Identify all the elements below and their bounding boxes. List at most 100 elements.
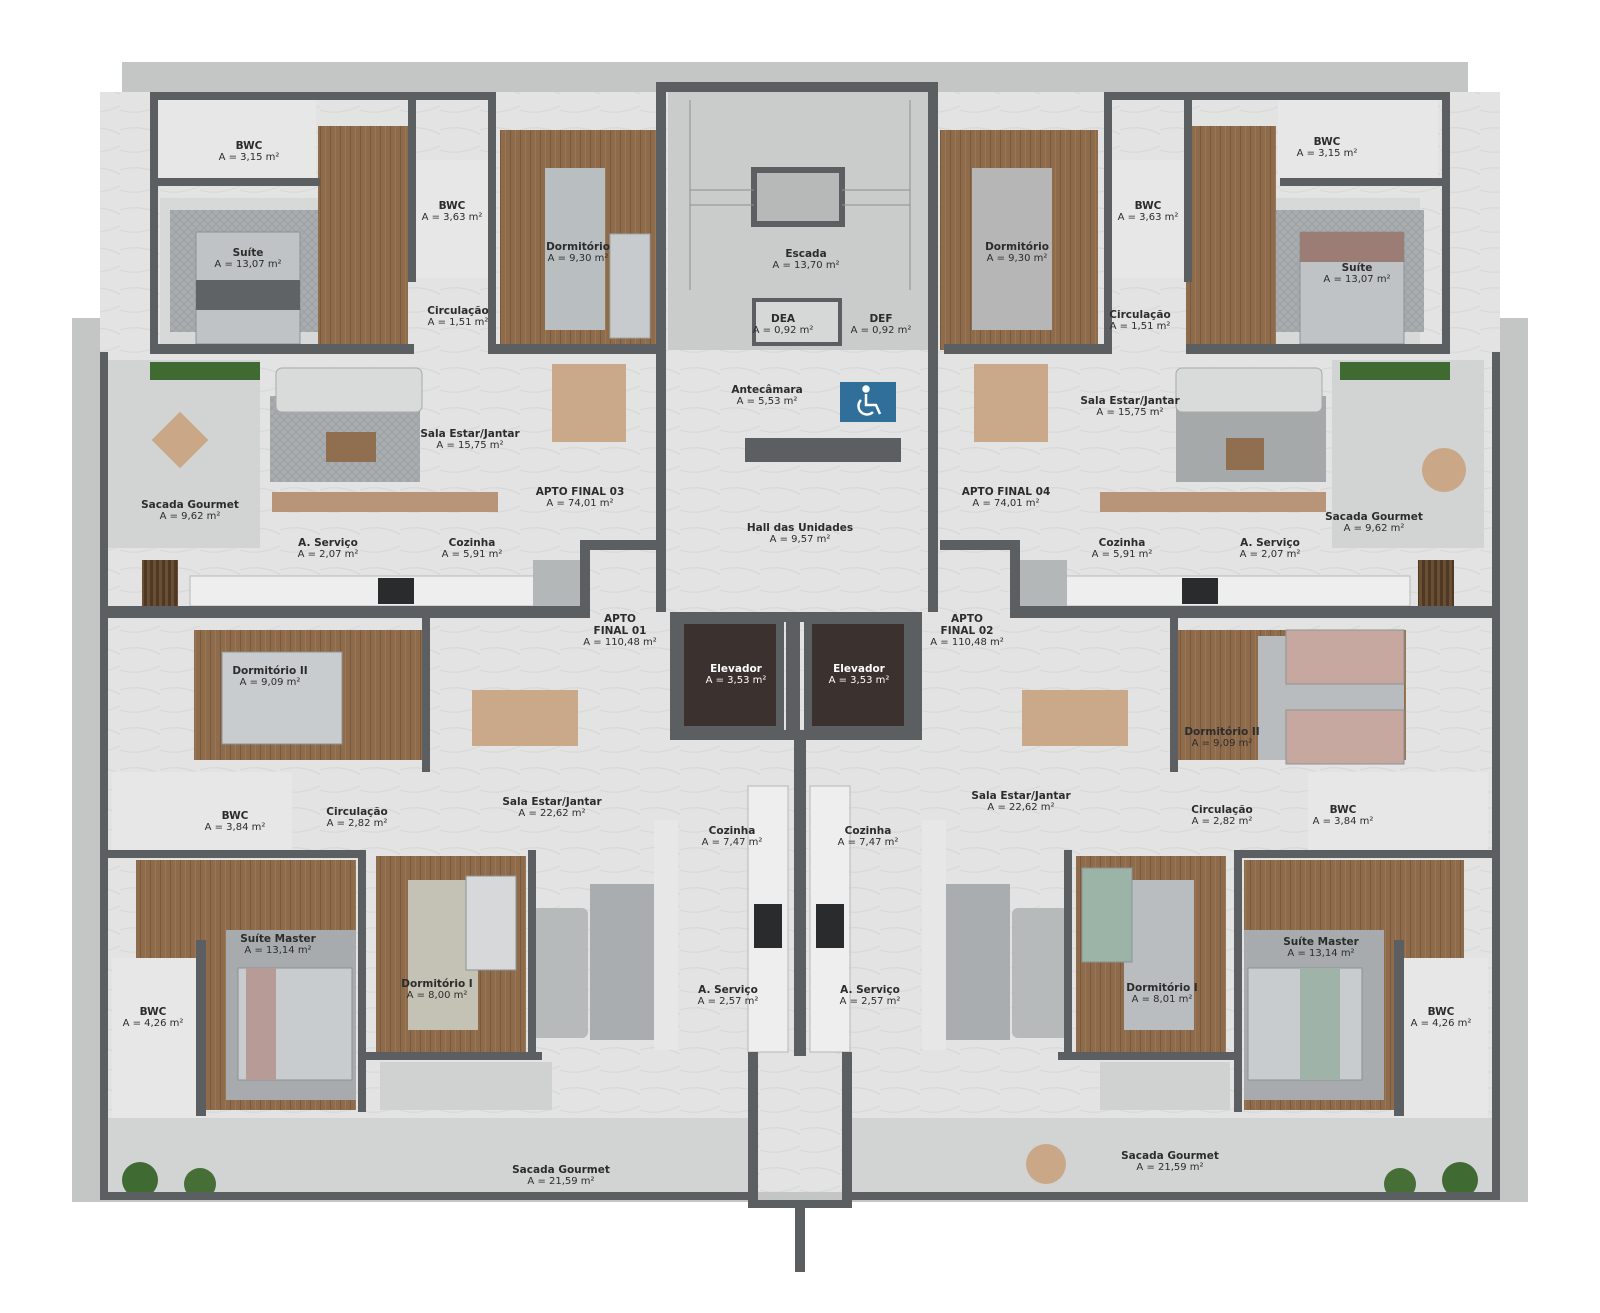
room-name: Sacada Gourmet [141,499,239,511]
stair-lines [689,100,911,290]
kitchen-tl-counter [189,575,535,607]
room-area: A = 3,63 m² [1117,212,1179,223]
room-area: A = 2,82 m² [1191,816,1253,827]
room-name: Elevador [833,663,885,675]
room-name: APTO [604,613,636,625]
dorm-tr-rug [972,168,1052,330]
rug-br [942,884,1010,1040]
dorm-tl-rug [545,168,605,330]
counter-tr [1100,492,1326,512]
room-name: Circulação [1191,804,1253,816]
kitchen-br-stove [816,904,844,948]
room-area: A = 3,15 m² [218,152,280,163]
plant-icon [1442,1162,1478,1198]
room-name: Dormitório [985,241,1049,253]
dorm2-r-bed2 [1285,709,1405,765]
room-area: A = 13,07 m² [1323,274,1391,285]
room-name: Escada [785,248,827,260]
room-name: Sacada Gourmet [512,1164,610,1176]
suite-tr-bed-cover [1300,232,1404,262]
room-name: Sacada Gourmet [1121,1150,1219,1162]
room-area: A = 13,14 m² [244,945,312,956]
storage-bl [380,1062,552,1110]
kitchen-bl-stove [754,904,782,948]
room-area: A = 3,84 m² [204,822,266,833]
room-name: DEF [869,313,893,325]
room-area: A = 1,51 m² [427,317,489,328]
room-area: A = 8,00 m² [406,990,468,1001]
room-area: A = 5,53 m² [736,396,798,407]
planter-tr [1340,362,1450,380]
room-name: APTO FINAL 03 [535,486,625,498]
room-area: A = 0,92 m² [850,325,912,336]
stove-tr [1182,578,1218,604]
sala-tl-sofa [275,367,423,413]
suite-tl-bed-cover [196,280,300,310]
room-area: A = 21,59 m² [527,1176,595,1187]
room-area: A = 2,57 m² [839,996,901,1007]
fridge-tl [533,560,581,606]
room-area: A = 15,75 m² [1096,407,1164,418]
dorm-tl-bed [609,233,651,339]
room-area: A = 9,09 m² [1191,738,1253,749]
room-area: A = 1,51 m² [1109,321,1171,332]
room-name-line2: FINAL 02 [940,625,994,637]
drain-tl [142,560,178,610]
room-name: Dormitório I [1126,982,1198,994]
suite-master-l-throw [246,968,276,1080]
room-name: BWC [438,200,466,212]
sala-tl-table [326,432,376,462]
sofa-bl [532,908,588,1038]
dorm1-r-bed [1081,867,1133,963]
room-name: Cozinha [708,825,756,837]
room-area: A = 3,53 m² [705,675,767,686]
room-area: A = 22,62 m² [518,808,586,819]
walls [100,82,1500,1272]
rug-bl [590,884,658,1040]
dorm2-r-bed1 [1285,629,1405,685]
room-area: A = 110,48 m² [583,637,657,648]
room-name: BWC [1329,804,1357,816]
room-area: A = 13,70 m² [772,260,840,271]
room-area: A = 3,15 m² [1296,148,1358,159]
room-area: A = 3,53 m² [828,675,890,686]
room-name: Dormitório II [232,665,308,677]
room-area: A = 2,82 m² [326,818,388,829]
room-name: Sala Estar/Jantar [502,796,602,808]
room-name: BWC [139,1006,167,1018]
stair-void [751,167,845,227]
room-name: BWC [221,810,249,822]
room-name: Elevador [710,663,762,675]
room-name: Circulação [326,806,388,818]
room-area: A = 4,26 m² [122,1018,184,1029]
sofa-br [1012,908,1068,1038]
suite-tr-wood [1186,126,1276,348]
plant-icon [122,1162,158,1198]
counter-tl [272,492,498,512]
room-area: A = 7,47 m² [701,837,763,848]
room-area: A = 2,57 m² [697,996,759,1007]
